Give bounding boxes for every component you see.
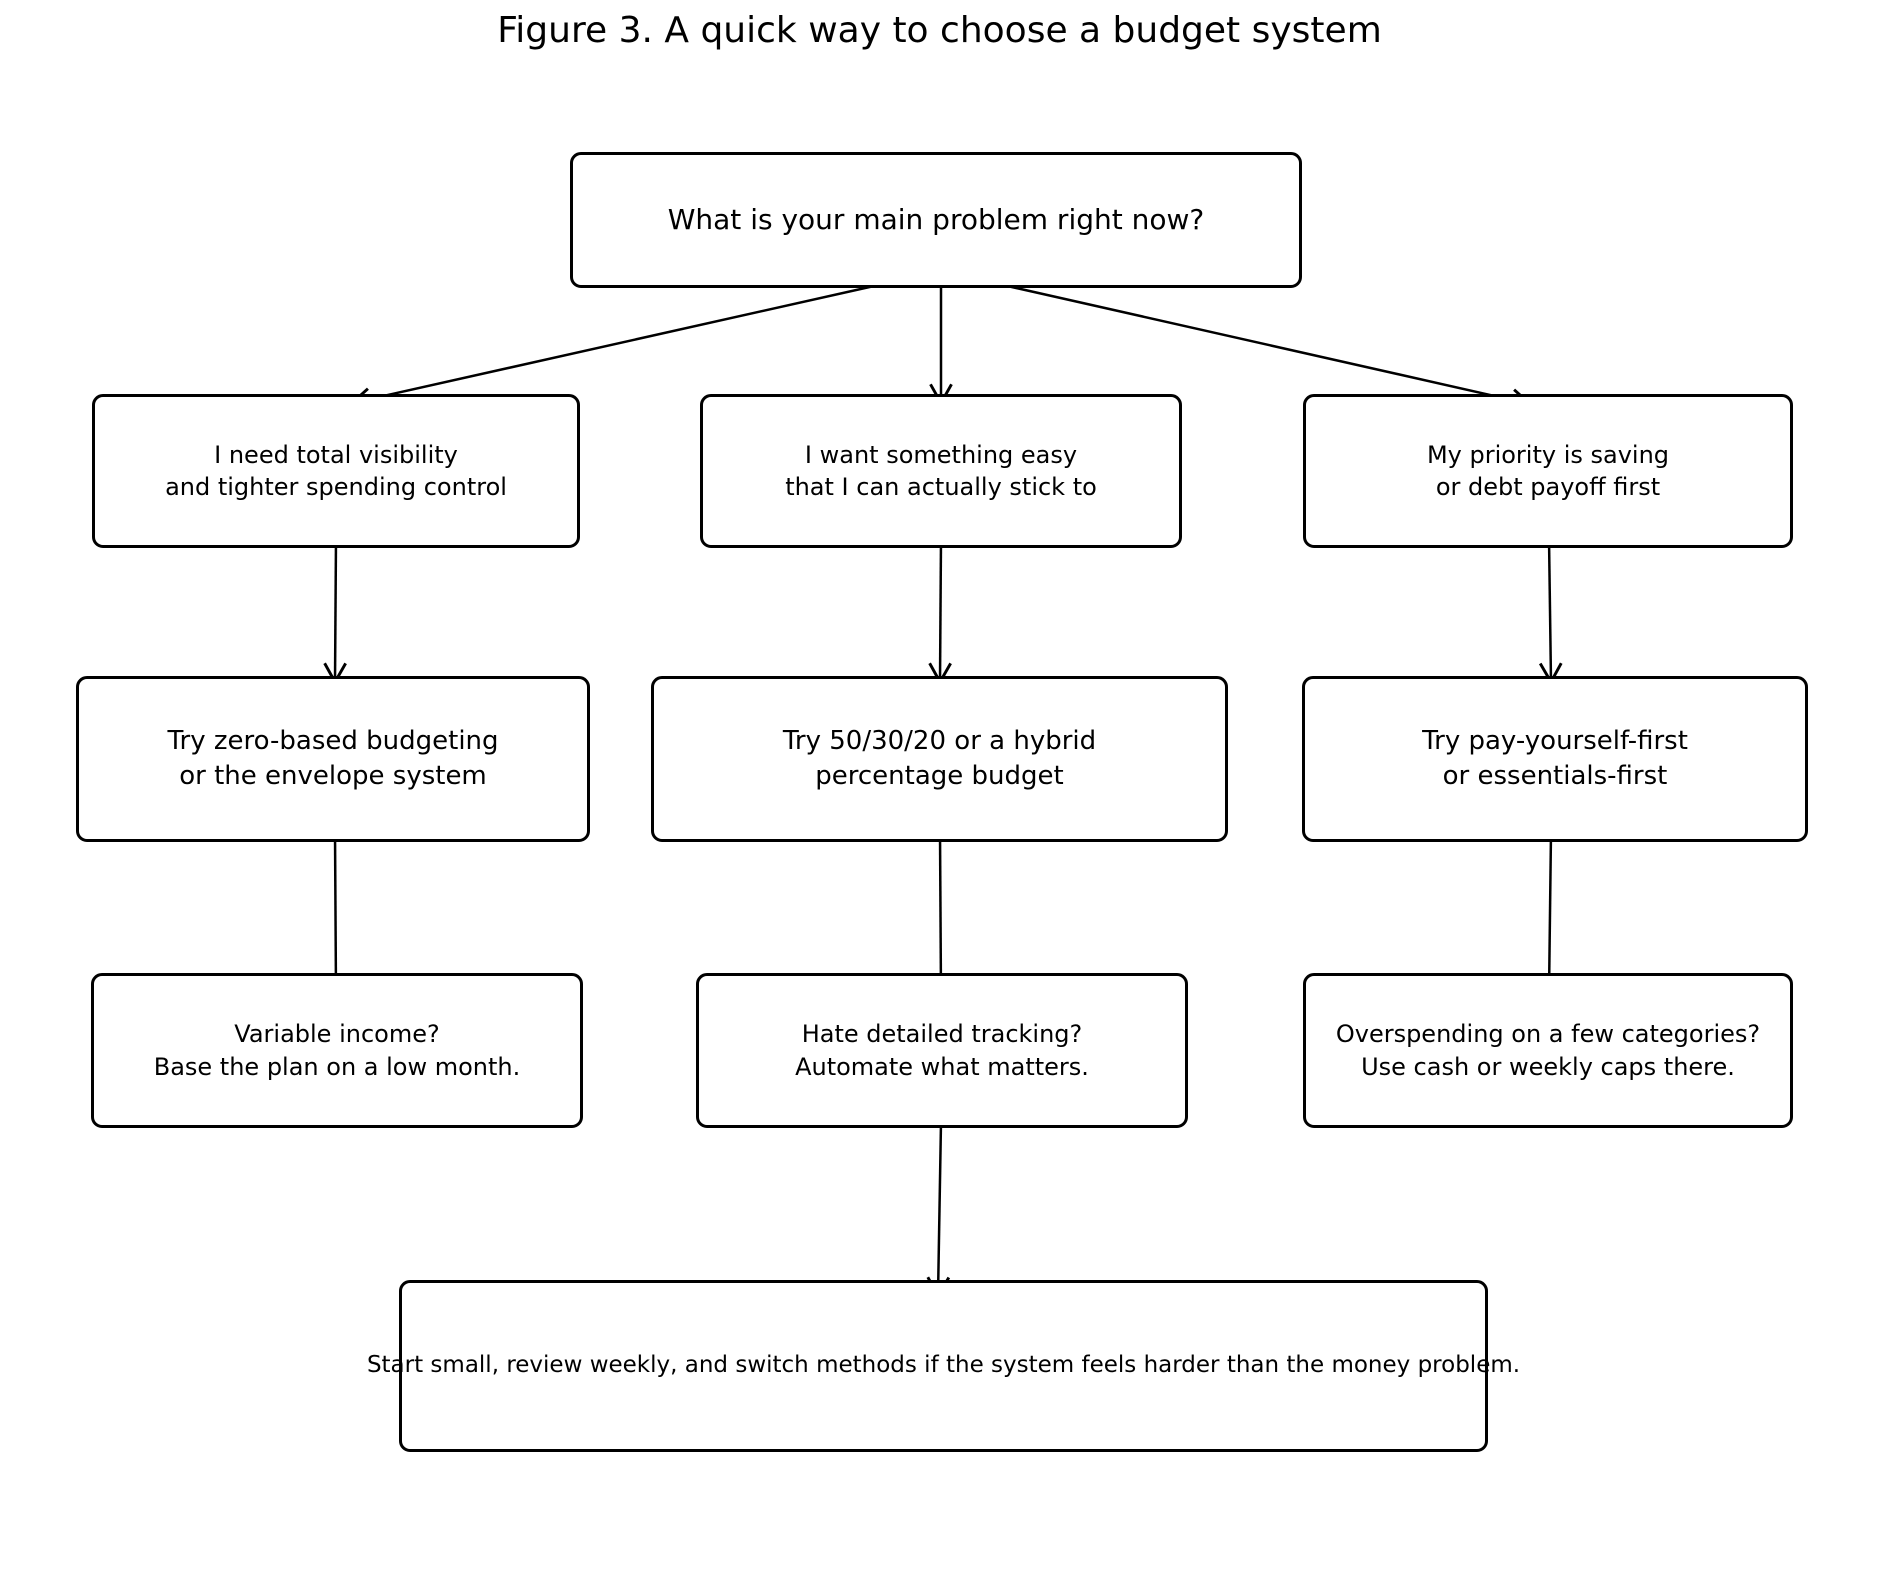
node-footer-text: Start small, review weekly, and switch m… bbox=[366, 1352, 1521, 1379]
node-question: What is your main problem right now? bbox=[570, 152, 1302, 288]
node-tip-tracking-line2: Automate what matters. bbox=[795, 1052, 1089, 1081]
edge-question-to-visibility bbox=[349, 269, 942, 411]
node-branch-saving-line2: or debt payoff first bbox=[1435, 473, 1661, 501]
node-tip-overspending-line1: Overspending on a few categories? bbox=[1335, 1020, 1761, 1049]
node-tip-tracking-line1: Hate detailed tracking? bbox=[801, 1020, 1083, 1049]
figure-title: Figure 3. A quick way to choose a budget… bbox=[497, 10, 1382, 51]
node-branch-easy: I want something easy that I can actuall… bbox=[700, 394, 1182, 548]
node-rec-zero-based-line2: or the envelope system bbox=[179, 761, 487, 791]
node-footer: Start small, review weekly, and switch m… bbox=[367, 1280, 1520, 1452]
node-tip-tracking: Hate detailed tracking? Automate what ma… bbox=[696, 973, 1188, 1128]
node-branch-saving-line1: My priority is saving bbox=[1426, 440, 1670, 469]
node-rec-fifty-thirty-line2: percentage budget bbox=[815, 761, 1064, 791]
node-tip-variable-income-line1: Variable income? bbox=[234, 1020, 440, 1049]
node-branch-visibility-line2: and tighter spending control bbox=[165, 473, 507, 501]
edge-visibility-to-zero-based bbox=[323, 537, 347, 685]
node-rec-fifty-thirty: Try 50/30/20 or a hybrid percentage budg… bbox=[651, 676, 1228, 842]
node-branch-visibility-line1: I need total visibility bbox=[214, 440, 458, 469]
node-tip-overspending: Overspending on a few categories? Use ca… bbox=[1303, 973, 1793, 1128]
node-branch-easy-line1: I want something easy bbox=[804, 440, 1078, 469]
node-rec-zero-based: Try zero-based budgeting or the envelope… bbox=[76, 676, 590, 842]
node-tip-variable-income: Variable income? Base the plan on a low … bbox=[91, 973, 583, 1128]
node-tip-overspending-line2: Use cash or weekly caps there. bbox=[1361, 1052, 1735, 1081]
node-branch-easy-line2: that I can actually stick to bbox=[785, 473, 1097, 501]
edge-pay-first-to-overspending bbox=[1537, 831, 1561, 997]
edge-saving-to-pay-first bbox=[1538, 537, 1563, 685]
edge-fifty-thirty-to-tracking bbox=[929, 831, 953, 999]
edge-question-to-saving bbox=[940, 269, 1533, 412]
node-rec-pay-first-line2: or essentials-first bbox=[1442, 761, 1668, 791]
edge-zero-based-to-variable-income bbox=[324, 831, 348, 997]
edge-easy-to-fifty-thirty bbox=[928, 537, 952, 685]
node-rec-pay-first: Try pay-yourself-first or essentials-fir… bbox=[1302, 676, 1808, 842]
edge-tracking-to-footer bbox=[926, 1121, 951, 1299]
node-branch-saving: My priority is saving or debt payoff fir… bbox=[1303, 394, 1793, 548]
node-tip-variable-income-line2: Base the plan on a low month. bbox=[153, 1052, 521, 1081]
node-question-text: What is your main problem right now? bbox=[667, 203, 1205, 237]
node-branch-visibility: I need total visibility and tighter spen… bbox=[92, 394, 580, 548]
node-rec-zero-based-line1: Try zero-based budgeting bbox=[167, 725, 499, 756]
node-rec-fifty-thirty-line1: Try 50/30/20 or a hybrid bbox=[782, 725, 1097, 756]
node-rec-pay-first-line1: Try pay-yourself-first bbox=[1422, 725, 1688, 756]
